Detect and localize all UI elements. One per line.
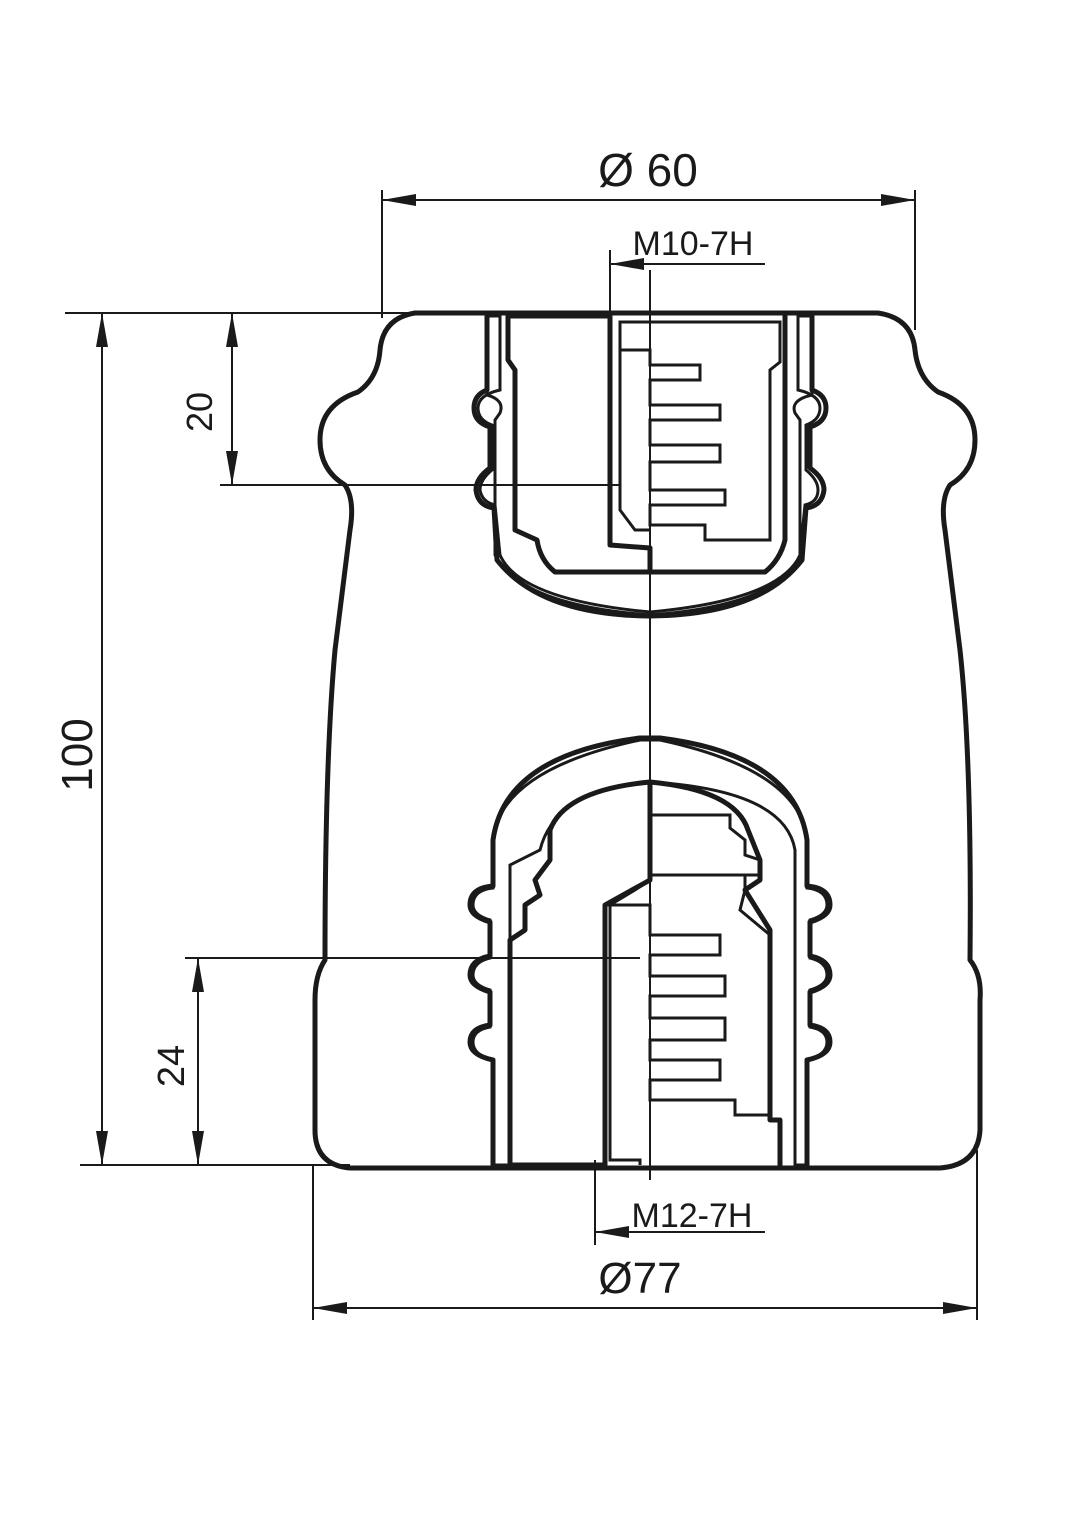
dim-top-depth: 20: [179, 392, 220, 432]
dim-bottom-thread: M12-7H: [632, 1197, 753, 1235]
top-insert: [505, 313, 653, 575]
top-insert-right: [647, 313, 788, 575]
bottom-thread: [604, 873, 772, 1117]
bottom-thread-left: [608, 905, 642, 1165]
bottom-insert: [507, 779, 653, 1168]
bottom-insert-right: [647, 779, 783, 1168]
top-thread-left: [618, 322, 650, 532]
bottom-insert-top-thread: [648, 813, 762, 877]
dimension-lines: [65, 190, 978, 1320]
dim-top-thread: M10-7H: [633, 225, 754, 263]
dim-top-diameter: Ø 60: [598, 144, 698, 196]
dim-bottom-diameter: Ø77: [598, 1254, 681, 1303]
dim-bottom-depth: 24: [151, 1045, 193, 1087]
top-thread: [618, 320, 782, 542]
body-outline: [312, 310, 983, 1171]
insulator-body: [312, 270, 983, 1180]
dim-height: 100: [53, 718, 102, 791]
